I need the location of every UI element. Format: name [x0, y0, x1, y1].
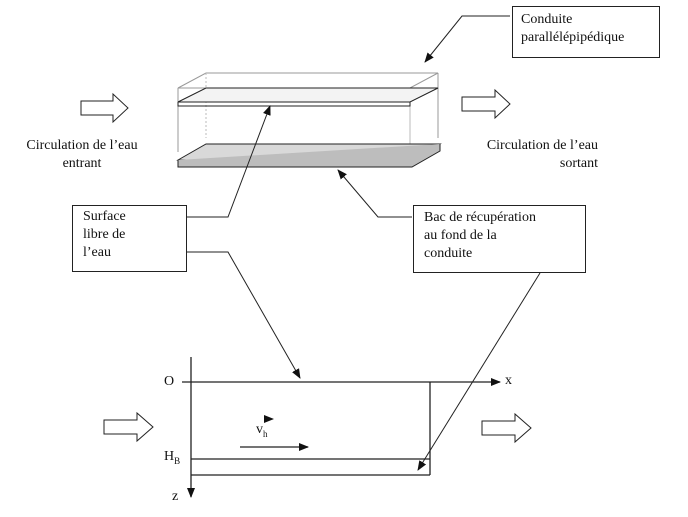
height-subscript: B: [174, 455, 181, 466]
duct-top-plate: [177, 87, 439, 103]
velocity-subscript: h: [263, 428, 268, 439]
free-surface-box: Surface libre de l’eau: [72, 205, 187, 272]
duct-title-box: Conduite parallélépipédique: [512, 6, 660, 58]
collector-box: Bac de récupération au fond de la condui…: [413, 205, 586, 273]
inlet-label: Circulation de l’eau entrant: [26, 138, 138, 171]
velocity-label: vh: [256, 421, 268, 443]
outlet-label: Circulation de l’eau sortant: [486, 138, 598, 171]
duct-title-label: Conduite parallélépipédique: [521, 12, 625, 45]
duct-3d: [176, 72, 442, 168]
velocity-symbol: v: [256, 422, 263, 437]
height-label: HB: [164, 448, 180, 470]
origin-label: O: [164, 374, 175, 389]
x-axis-label: x: [505, 373, 512, 388]
collector-label: Bac de récupération au fond de la condui…: [424, 210, 536, 261]
free-surface-label: Surface libre de l’eau: [83, 209, 126, 260]
cross-section: [182, 357, 501, 498]
leader-lines: [187, 15, 541, 471]
inlet-arrow-top: [80, 92, 129, 124]
height-symbol: H: [164, 449, 175, 464]
inlet-arrow-bottom: [103, 411, 154, 443]
outlet-arrow-bottom: [481, 412, 532, 444]
outlet-arrow-top: [461, 88, 511, 120]
z-axis-label: z: [172, 489, 179, 504]
